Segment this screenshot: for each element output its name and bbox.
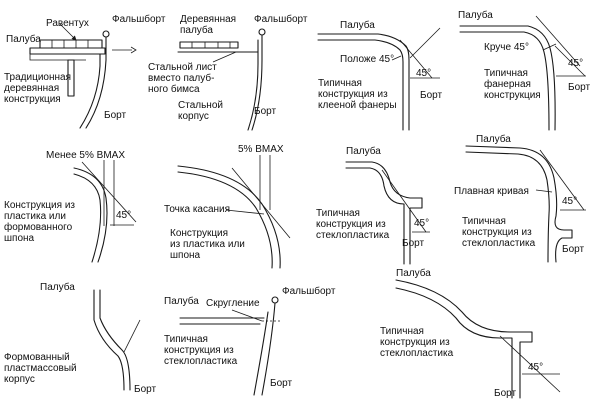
label-bmax: Менее 5% BMAX <box>46 150 125 161</box>
label-paluba: Палуба <box>340 20 375 31</box>
label-angle: 45° <box>116 210 132 221</box>
caption-molded: Формованный пластмассовый корпус <box>4 352 77 385</box>
label-angle: 45° <box>562 196 578 207</box>
label-paluba: Палуба <box>346 146 381 157</box>
label-paluba: Палуба <box>476 134 511 145</box>
label-bort: Борт <box>568 82 591 93</box>
hull-side-outer <box>85 36 107 129</box>
label-bort: Борт <box>104 110 127 121</box>
panel-10-rounding <box>179 296 282 396</box>
label-paluba: Палуба <box>458 10 493 21</box>
label-tangent-point: Точка касания <box>164 204 231 215</box>
label-paluba: Палуба <box>396 268 431 279</box>
panel-9-molded <box>93 289 141 391</box>
panel-1-wooden-deck <box>29 23 137 129</box>
label-falshbort: Фальшборт <box>282 286 336 297</box>
label-ravenstuh: Равентух <box>46 18 89 29</box>
caption-traditional: Традиционная деревянная конструкция <box>4 72 71 105</box>
wood-deck-plank <box>179 41 239 49</box>
bulwark-top <box>102 30 110 38</box>
label-steep: Круче 45° <box>484 42 529 53</box>
panel-8-smooth-curve <box>465 145 586 263</box>
label-angle: 45° <box>528 362 544 373</box>
panel-5-plastic-veneer <box>73 160 137 263</box>
panel-7-fiberglass <box>345 161 430 265</box>
label-falshbort: Фальшборт <box>112 14 166 25</box>
label-bort: Борт <box>562 244 585 255</box>
caption-fiberglass: Типичная конструкция из стеклопластика <box>316 208 390 241</box>
label-gentle: Положе 45° <box>340 54 395 65</box>
caption-plywood: Типичная фанерная конструкция <box>484 68 541 101</box>
caption-fiberglass: Типичная конструкция из стеклопластика <box>462 216 536 249</box>
label-smooth-curve: Плавная кривая <box>454 186 529 197</box>
panel-4-plywood-steep <box>459 15 586 131</box>
caption-steel-sheet: Стальной лист вместо палуб- ного бимса <box>148 62 217 95</box>
label-rounding: Скругление <box>206 298 260 309</box>
label-paluba: Палуба <box>6 34 41 45</box>
panel-6-tangent <box>177 155 291 269</box>
label-bort: Борт <box>494 388 517 399</box>
panel-3-plywood-gentle <box>317 27 441 131</box>
label-bort: Борт <box>134 384 157 395</box>
deck-hull-outer <box>317 33 410 131</box>
caption-fiberglass: Типичная конструкция из стеклопластика <box>164 334 238 367</box>
caption-plastic-veneer: Конструкция из пластика или формованного… <box>4 200 75 244</box>
caption-plastic-veneer: Конструкция из пластика или шпона <box>170 228 245 261</box>
caption-glued-plywood: Типичная конструкция из клееной фанеры <box>318 78 397 111</box>
label-bort: Борт <box>420 90 443 101</box>
caption-fiberglass: Типичная конструкция из стеклопластика <box>380 326 454 359</box>
deck-beam <box>29 47 106 55</box>
label-paluba: Палуба <box>164 296 199 307</box>
label-bmax: 5% BMAX <box>238 144 284 155</box>
deck-planks <box>39 39 103 49</box>
label-bort: Борт <box>254 106 277 117</box>
label-bort: Борт <box>270 378 293 389</box>
label-angle: 45° <box>416 68 432 79</box>
label-falshbort: Фальшборт <box>254 14 308 25</box>
label-angle: 45° <box>414 218 430 229</box>
label-wood-deck: Деревянная палуба <box>180 14 237 36</box>
panel-11-fiberglass-large <box>395 279 561 399</box>
label-angle: 45° <box>568 58 584 69</box>
label-bort: Борт <box>402 238 425 249</box>
panel-2-steel-hull <box>177 28 266 131</box>
caption-steel-hull: Стальной корпус <box>178 100 223 122</box>
label-paluba: Палуба <box>40 282 75 293</box>
